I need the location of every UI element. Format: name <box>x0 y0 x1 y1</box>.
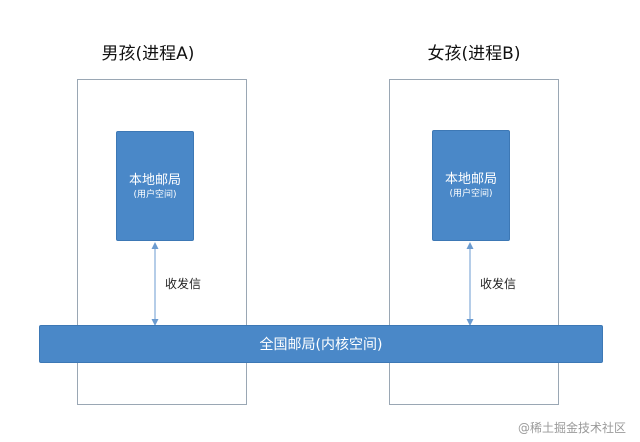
process-a-title: 男孩(进程A) <box>101 44 195 64</box>
process-a-local-post: 本地邮局 (用户空间) <box>116 131 194 241</box>
process-b-local-post-label: 本地邮局 <box>444 172 497 187</box>
process-b-local-post: 本地邮局 (用户空间) <box>432 130 510 241</box>
process-a-arrow-label: 收发信 <box>165 277 202 291</box>
process-a-box <box>77 79 247 405</box>
process-a-local-post-label: 本地邮局 <box>128 172 181 188</box>
process-b-box <box>389 79 559 405</box>
process-a-double-arrow <box>151 242 159 326</box>
process-b-double-arrow <box>466 242 474 326</box>
process-b-local-post-sublabel: (用户空间) <box>449 189 493 199</box>
kernel-space-bar: 全国邮局(内核空间) <box>39 325 603 363</box>
process-a-local-post-sublabel: (用户空间) <box>133 189 177 200</box>
kernel-space-label: 全国邮局(内核空间) <box>259 337 383 353</box>
process-b-arrow-label: 收发信 <box>480 277 517 291</box>
watermark: @稀土掘金技术社区 <box>518 421 627 435</box>
process-b-title: 女孩(进程B) <box>427 44 521 64</box>
